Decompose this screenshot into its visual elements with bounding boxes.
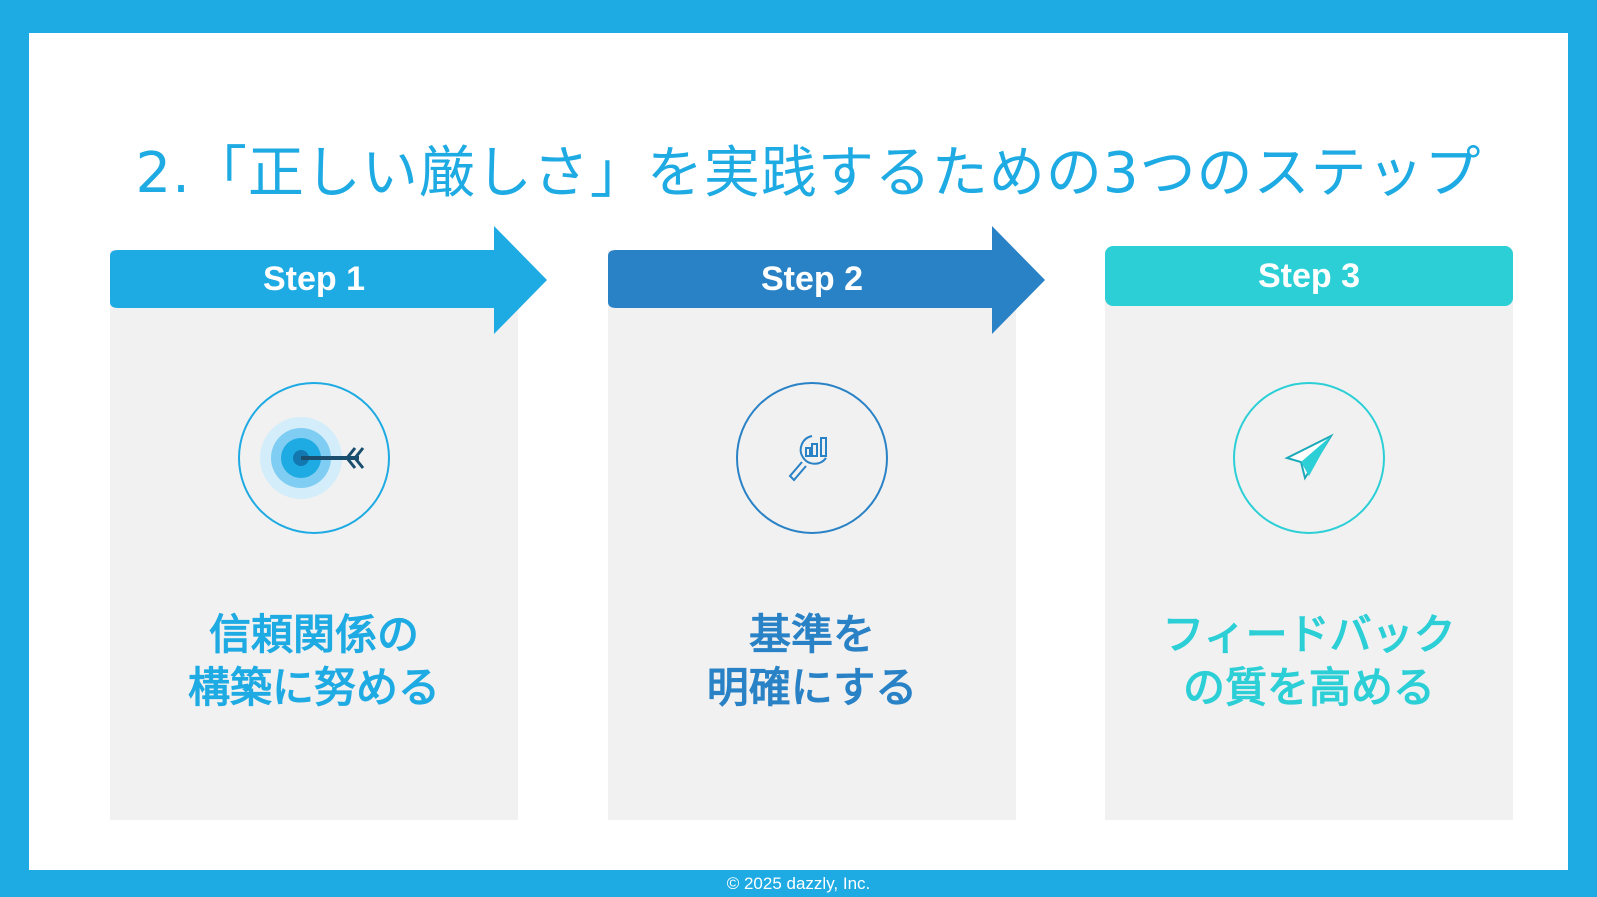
step-2-arrow — [608, 226, 1045, 334]
step-2-line-2: 明確にする — [706, 663, 918, 712]
copyright-footer: © 2025 dazzly, Inc. — [726, 874, 871, 893]
step-card-1: Step 1 信頼関係の構築に努める — [110, 226, 547, 820]
slide-title: 2.「正しい厳しさ」を実践するための3つのステップ — [135, 141, 1482, 206]
step-1-label: Step 1 — [262, 259, 366, 298]
step-3-label: Step 3 — [1105, 246, 1513, 306]
step-3-icon-circle — [1233, 382, 1385, 534]
step-2-text: 基準を明確にする — [608, 608, 1016, 714]
step-1-arrow — [110, 226, 547, 334]
magnifier-chart-icon — [788, 435, 827, 482]
step-2-line-1: 基準を — [748, 610, 875, 659]
step-2-label: Step 2 — [760, 259, 864, 298]
step-3-text: フィードバックの質を高める — [1105, 608, 1513, 714]
step-1-line-1: 信頼関係の — [208, 610, 419, 659]
step-card-3: Step 3 フィードバックの質を高める — [1105, 246, 1513, 820]
step-2-icon-circle — [736, 382, 888, 534]
step-card-2: Step 2 基準を明確にする — [608, 226, 1045, 820]
step-3-line-2: の質を高める — [1182, 663, 1435, 712]
step-1-line-2: 構築に努める — [187, 663, 440, 712]
step-1-text: 信頼関係の構築に努める — [110, 608, 518, 714]
step-1-icon-circle — [238, 382, 390, 534]
target-arrow-icon — [260, 417, 365, 499]
paper-plane-icon — [1284, 433, 1334, 481]
step-3-line-1: フィードバック — [1162, 610, 1456, 659]
